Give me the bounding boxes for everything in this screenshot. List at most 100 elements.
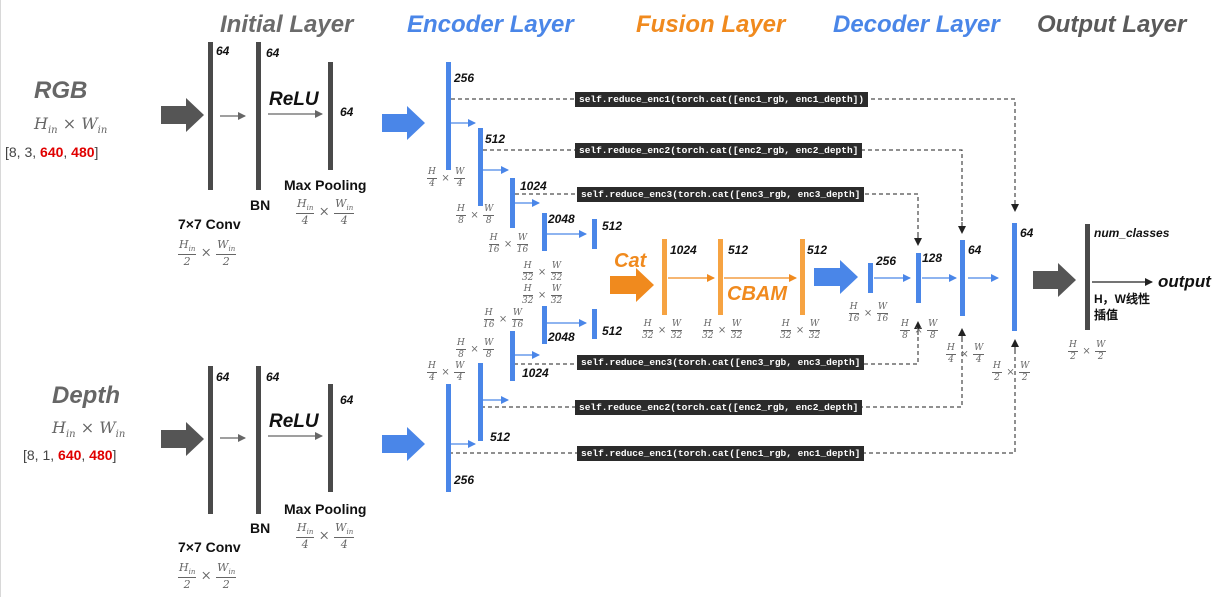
rgb-conv-bar xyxy=(208,42,213,190)
decoder-1-channels: 256 xyxy=(876,254,897,268)
encoder-arrow-depth xyxy=(382,427,425,461)
depth-conv-bar xyxy=(208,366,213,514)
output-channels: num_classes xyxy=(1094,226,1170,240)
input-arrow-depth xyxy=(161,422,204,456)
depth-enc4-bar xyxy=(542,306,547,344)
decoder-2-channels: 128 xyxy=(922,251,943,265)
rgb-enc2-bar xyxy=(478,128,483,206)
output-interp-label: H，W线性插值 xyxy=(1094,292,1150,322)
rgb-relu-label: ReLU xyxy=(269,89,319,110)
header-decoder-layer: Decoder Layer xyxy=(833,11,1000,38)
rgb-conv-channels: 64 xyxy=(216,44,230,58)
cat-arrow xyxy=(610,268,654,302)
rgb-enc3-bar xyxy=(510,178,515,228)
rgb-pool-bar xyxy=(328,62,333,170)
fusion-cat-channels: 1024 xyxy=(670,243,697,257)
rgb-maxpool-label: Max Pooling xyxy=(284,177,367,193)
depth-tensor-shape: [8, 1, 640, 480] xyxy=(23,447,117,463)
rgb-tensor-shape: [8, 3, 640, 480] xyxy=(5,144,99,160)
decoder-4-channels: 64 xyxy=(1020,226,1034,240)
fusion-mid-bar xyxy=(718,239,723,315)
fusion-cat-bar xyxy=(662,239,667,315)
rgb-enc1-channels: 256 xyxy=(454,71,475,85)
rgb-enc1-bar xyxy=(446,62,451,170)
fusion-cbam-channels: 512 xyxy=(807,243,828,257)
decoder-3-channels: 64 xyxy=(968,243,982,257)
decoder-3-bar xyxy=(960,240,965,316)
rgb-enc4-bar xyxy=(542,213,547,251)
decoder-1-bar xyxy=(868,263,873,293)
rgb-enc3-channels: 1024 xyxy=(520,179,547,193)
depth-maxpool-label: Max Pooling xyxy=(284,501,367,517)
depth-enc1-channels: 256 xyxy=(454,473,475,487)
encoder-arrow-rgb xyxy=(382,106,425,140)
skip-enc2-rgb-label: self.reduce_enc2(torch.cat([enc2_rgb, en… xyxy=(575,143,863,158)
rgb-bn-label: BN xyxy=(250,197,271,213)
rgb-reduce-channels: 512 xyxy=(602,219,623,233)
depth-bn-channels: 64 xyxy=(266,370,280,384)
cbam-label: CBAM xyxy=(727,283,787,305)
skip-enc2-depth-label: self.reduce_enc2(torch.cat([enc2_rgb, en… xyxy=(575,400,863,415)
output-label: output xyxy=(1158,272,1211,291)
decoder-block-arrow xyxy=(814,260,858,294)
depth-pool-bar xyxy=(328,384,333,492)
output-bar xyxy=(1085,224,1090,330)
decoder-2-bar xyxy=(916,253,921,303)
depth-reduce-channels: 512 xyxy=(602,324,623,338)
depth-pool-channels: 64 xyxy=(340,393,354,407)
depth-conv-channels: 64 xyxy=(216,370,230,384)
input-arrow-rgb xyxy=(161,98,204,132)
decoder-4-bar xyxy=(1012,223,1017,331)
cat-label: Cat xyxy=(614,250,647,272)
depth-enc3-bar xyxy=(510,331,515,381)
depth-enc3-channels: 1024 xyxy=(522,366,549,380)
rgb-reduce-bar xyxy=(592,219,597,249)
header-initial-layer: Initial Layer xyxy=(220,11,354,38)
fusion-mid-channels: 512 xyxy=(728,243,749,257)
output-block-arrow xyxy=(1033,263,1076,297)
depth-enc2-bar xyxy=(478,363,483,441)
rgb-bn-bar xyxy=(256,42,261,190)
rgb-enc2-channels: 512 xyxy=(485,132,506,146)
depth-title: Depth xyxy=(52,382,120,409)
header-fusion-layer: Fusion Layer xyxy=(636,11,786,38)
skip-enc1-rgb-label: self.reduce_enc1(torch.cat([enc1_rgb, en… xyxy=(575,92,869,107)
header-output-layer: Output Layer xyxy=(1037,11,1187,38)
depth-reduce-bar xyxy=(592,309,597,339)
rgb-pool-channels: 64 xyxy=(340,105,354,119)
depth-enc4-channels: 2048 xyxy=(548,330,575,344)
depth-enc2-channels: 512 xyxy=(490,430,511,444)
depth-bn-label: BN xyxy=(250,520,271,536)
depth-conv-label: 7×7 Conv xyxy=(178,539,241,555)
skip-enc3-depth-label: self.reduce_enc3(torch.cat([enc3_rgb, en… xyxy=(577,355,865,370)
skip-enc1-depth-label: self.reduce_enc1(torch.cat([enc1_rgb, en… xyxy=(577,446,865,461)
depth-enc1-bar xyxy=(446,384,451,492)
skip-enc3-rgb-label: self.reduce_enc3(torch.cat([enc3_rgb, en… xyxy=(577,187,865,202)
depth-bn-bar xyxy=(256,366,261,514)
depth-size-formula: Hin × Win xyxy=(52,418,126,441)
rgb-enc4-channels: 2048 xyxy=(548,212,575,226)
rgb-title: RGB xyxy=(34,77,88,104)
rgb-bn-channels: 64 xyxy=(266,46,280,60)
